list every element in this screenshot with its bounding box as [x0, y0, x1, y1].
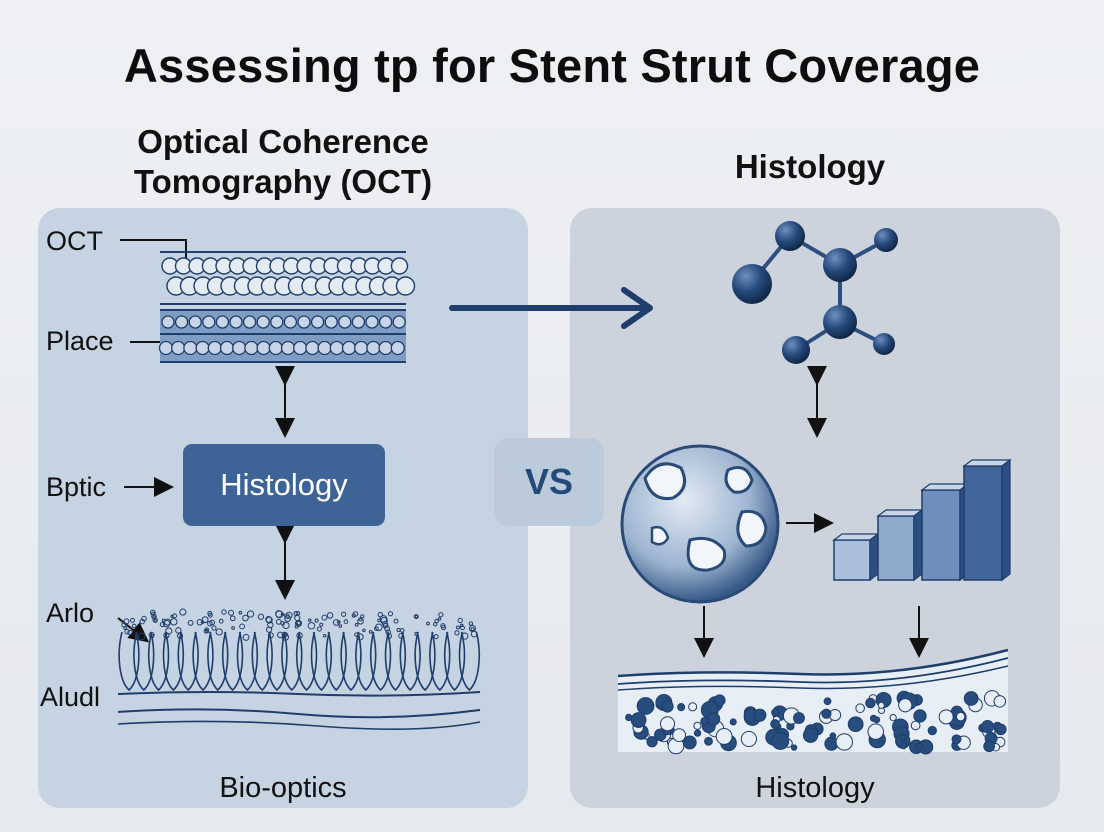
bar-chart-icon: [832, 458, 1012, 582]
aludl-label: Aludl: [40, 682, 101, 712]
oct-cell-row-top: [161, 257, 416, 296]
bptic-label: Bptic: [46, 472, 107, 502]
cell-sphere-icon: [620, 444, 780, 604]
oct-cell-row-bottom: [158, 340, 405, 356]
tissue-loops: [118, 631, 480, 692]
oct-column-heading: Optical Coherence Tomography (OCT): [60, 122, 506, 202]
vs-badge: VS: [494, 438, 604, 526]
tissue-dots: [121, 608, 478, 641]
oct-label: OCT: [46, 226, 103, 256]
oct-leader-line: [120, 239, 187, 262]
bio-optics-caption: Bio-optics: [219, 772, 347, 804]
oct-heading-line-2: Tomography (OCT): [133, 163, 433, 200]
tissue-cross-section-right: [617, 648, 1009, 755]
histology-box: Histology: [183, 444, 385, 526]
place-label: Place: [46, 326, 114, 356]
histology-caption: Histology: [755, 772, 875, 804]
molecule-icon: [732, 221, 898, 364]
histology-column-heading: Histology: [734, 148, 886, 185]
arlo-arrow: [117, 617, 150, 643]
arlo-label: Arlo: [46, 598, 95, 628]
page-title: Assessing tp for Stent Strut Coverage: [123, 39, 981, 92]
oct-heading-line-1: Optical Coherence: [137, 123, 429, 160]
oct-cell-row-middle: [161, 315, 406, 329]
tissue-illustration-left: [117, 608, 481, 730]
oct-layer-illustration: [158, 251, 416, 363]
